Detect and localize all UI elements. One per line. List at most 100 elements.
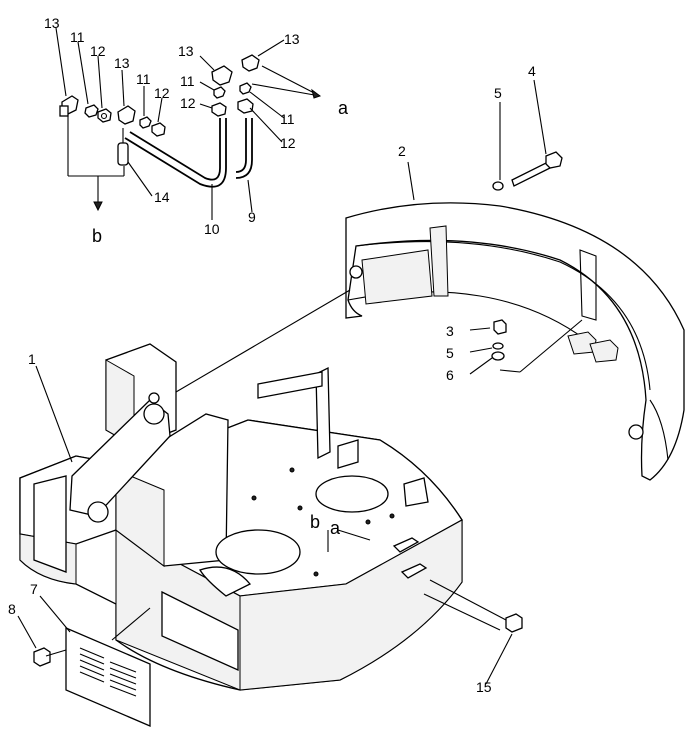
counterweight-right-curve	[649, 399, 669, 461]
bolt-8-shank	[45, 649, 67, 657]
callout-12d: 12	[280, 135, 296, 151]
frame-crossbar	[257, 371, 323, 399]
callout-7: 7	[30, 581, 38, 597]
washer-5-top	[492, 181, 504, 191]
frame-swing-bracket-side	[115, 469, 165, 567]
counterweight-side-tab	[579, 249, 597, 321]
ref-label-a-top: a	[338, 98, 349, 118]
bolt-4-assembly	[407, 79, 563, 201]
hose-10	[129, 118, 221, 181]
leader-12b	[157, 97, 163, 123]
leader-2	[407, 161, 415, 201]
louver-10	[109, 685, 137, 697]
bolt-3-assembly	[469, 319, 583, 375]
counterweight-bracket-2	[589, 339, 619, 363]
louver-9	[109, 679, 137, 691]
callout-11a: 11	[70, 29, 85, 45]
callout-4: 4	[528, 63, 536, 79]
frame-hole-6	[313, 571, 319, 577]
nut-12-far-right	[237, 98, 254, 114]
louver-5	[79, 671, 105, 683]
ref-b-arrowhead	[93, 201, 103, 212]
callout-8: 8	[8, 601, 16, 617]
counterweight-body	[345, 202, 685, 481]
ref-a-line-2	[251, 83, 321, 97]
counterweight-lift-hole-left	[349, 265, 363, 279]
callout-labels: 13 11 12 13 11 12 13 13 11 12 11 12 14 1…	[8, 15, 536, 695]
frame-right-skirt	[239, 519, 463, 691]
leader-lines-top	[55, 27, 322, 220]
callout-2: 2	[398, 143, 406, 159]
louver-1	[79, 647, 105, 659]
callout-13c: 13	[178, 43, 194, 59]
callout-11c: 11	[180, 73, 195, 89]
louver-8	[109, 673, 137, 685]
elbow-fitting-13-left-stem	[59, 105, 69, 117]
frame-hole-1	[289, 467, 295, 473]
leader-13d	[257, 39, 285, 57]
leader-12d	[249, 107, 283, 143]
counterweight-lift-hole-right	[628, 424, 644, 440]
fitting-11-right	[213, 86, 226, 99]
ref-label-b-left: b	[92, 226, 102, 246]
leader-4	[533, 79, 547, 155]
leader-13c	[199, 55, 215, 71]
washer-5-lower	[492, 342, 504, 350]
leader-9	[247, 179, 253, 213]
frame-slot-1	[392, 537, 420, 553]
hose-9	[235, 118, 247, 173]
plug-15-assembly	[423, 579, 523, 685]
callout-1: 1	[28, 351, 36, 367]
leader-13a	[55, 27, 67, 97]
callout-5a: 5	[494, 85, 502, 101]
callout-13d: 13	[284, 31, 300, 47]
frame-lower-opening	[199, 566, 252, 597]
plug-15-ref-line-1	[429, 579, 507, 621]
louver-3	[79, 659, 105, 671]
elbow-fitting-13-upper-right	[241, 54, 260, 72]
cover-7-ref-line	[111, 607, 151, 641]
leader-12c	[199, 103, 213, 109]
leader-13b	[121, 69, 125, 107]
leader-1	[35, 365, 73, 463]
leader-12a	[97, 55, 103, 109]
frame-boom-pin-bottom	[87, 501, 109, 523]
nut-12-left-hole	[100, 112, 108, 120]
louver-4	[79, 665, 105, 677]
plug-15	[505, 613, 523, 633]
leader-6	[469, 357, 493, 375]
frame-hole-4	[365, 519, 371, 525]
callout-9: 9	[248, 209, 256, 225]
callout-11d: 11	[280, 111, 295, 127]
callout-12b: 12	[154, 85, 170, 101]
frame-left-plate	[33, 475, 67, 573]
counterweight-left-face	[361, 249, 433, 305]
leader-5b	[469, 347, 493, 353]
cover-7	[65, 627, 151, 727]
cover-7-louvers	[79, 647, 137, 697]
bolt-3	[493, 319, 507, 335]
frame-front-opening	[161, 590, 239, 672]
frame-ref-a-line	[337, 529, 371, 541]
fitting-11-far-right	[239, 82, 252, 95]
fitting-11-mid	[139, 116, 152, 129]
callout-3: 3	[446, 323, 454, 339]
bolt-3-ref-tick	[499, 369, 521, 373]
callout-15: 15	[476, 679, 492, 695]
fitting-11-left	[84, 104, 99, 118]
ref-label-b-frame: b	[310, 512, 320, 532]
cover-7-assembly	[17, 595, 151, 727]
frame-block-right	[403, 477, 429, 507]
leader-7	[39, 595, 71, 633]
hose-9-outline	[235, 118, 253, 179]
elbow-fitting-13-upper	[211, 65, 233, 86]
revolving-frame-1	[19, 343, 463, 691]
louver-7	[109, 667, 137, 679]
nut-12-left	[97, 108, 112, 123]
ref-label-a-frame: a	[330, 518, 341, 538]
frame-slot-2	[400, 563, 428, 579]
bolt-8	[33, 647, 51, 667]
callout-12a: 12	[90, 43, 106, 59]
